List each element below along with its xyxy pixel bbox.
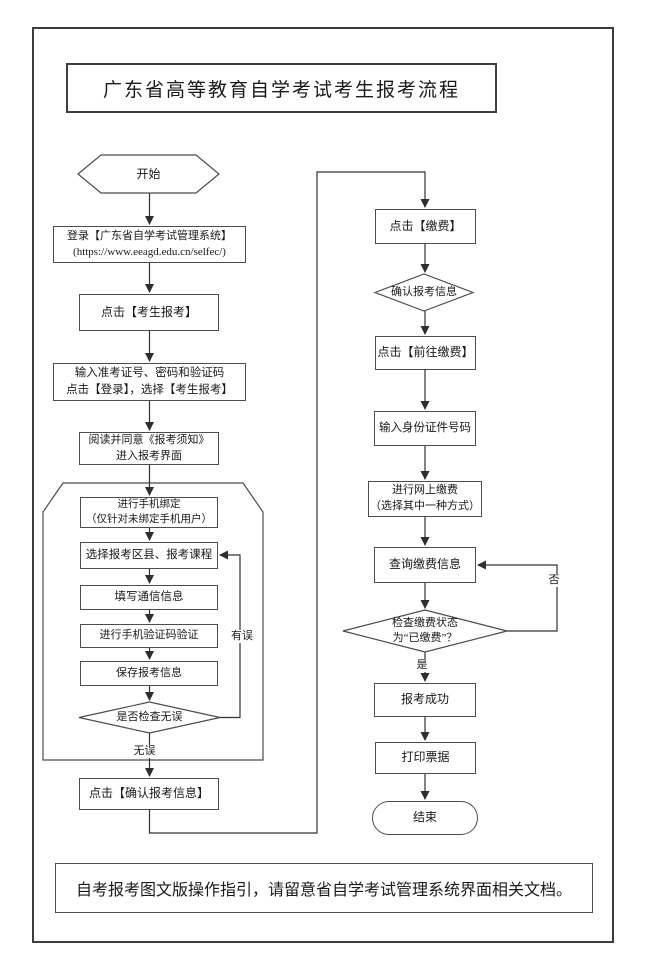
read-notice-line1: 阅读并同意《报考须知》 bbox=[88, 433, 210, 446]
label-correct: 无误 bbox=[130, 745, 159, 759]
read-notice-line2: 进入报考界面 bbox=[116, 449, 182, 462]
bind-phone-node: 进行手机绑定 （仅针对未绑定手机用户） bbox=[80, 497, 218, 528]
start-node: 开始 bbox=[136, 166, 161, 181]
online-pay-line2: （选择其中一种方式） bbox=[370, 500, 480, 512]
label-no: 否 bbox=[545, 574, 563, 588]
outer-frame bbox=[32, 27, 614, 943]
read-notice-node: 阅读并同意《报考须知》 进入报考界面 bbox=[79, 432, 219, 465]
confirm-reg-node: 确认报考信息 bbox=[391, 286, 457, 299]
confirm-info-node: 点击【确认报考信息】 bbox=[79, 778, 219, 810]
login-line1: 登录【广东省自学考试管理系统】 bbox=[67, 229, 232, 242]
login-url: (https://www.eeagd.edu.cn/selfec/) bbox=[73, 245, 226, 258]
end-node: 结束 bbox=[372, 801, 478, 835]
goto-pay-node: 点击【前往缴费】 bbox=[375, 336, 476, 370]
check-correct-node: 是否检查无误 bbox=[116, 711, 183, 724]
page-title: 广东省高等教育自学考试考生报考流程 bbox=[66, 63, 497, 113]
check-correct-diamond bbox=[78, 701, 221, 734]
footer-note: 自考报考图文版操作指引，请留意省自学考试管理系统界面相关文档。 bbox=[55, 863, 593, 913]
arrow-no-loop bbox=[477, 560, 558, 632]
confirm-reg-diamond bbox=[373, 273, 475, 312]
query-pay-node: 查询缴费信息 bbox=[374, 547, 476, 583]
click-register-node: 点击【考生报考】 bbox=[79, 294, 219, 331]
label-error: 有误 bbox=[228, 630, 256, 644]
arrow-confirm-to-pay bbox=[148, 171, 430, 834]
check-pay-line1: 检查缴费状态 bbox=[392, 617, 458, 630]
online-pay-node: 进行网上缴费 （选择其中一种方式） bbox=[368, 481, 482, 517]
input-credentials-line1: 输入准考证号、密码和验证码 bbox=[74, 367, 225, 380]
label-yes: 是 bbox=[413, 659, 431, 673]
fill-contact-node: 填写通信信息 bbox=[80, 585, 218, 610]
success-node: 报考成功 bbox=[374, 683, 476, 717]
click-pay-node: 点击【缴费】 bbox=[375, 209, 476, 244]
login-node: 登录【广东省自学考试管理系统】 (https://www.eeagd.edu.c… bbox=[53, 226, 246, 263]
input-credentials-line2: 点击【登录】，选择【考生报考】 bbox=[66, 384, 233, 396]
input-id-node: 输入身份证件号码 bbox=[374, 411, 476, 446]
start-hexagon bbox=[77, 154, 220, 194]
bind-phone-line2: （仅针对未绑定手机用户） bbox=[86, 513, 212, 525]
print-receipt-node: 打印票据 bbox=[375, 742, 476, 774]
save-info-node: 保存报考信息 bbox=[80, 661, 218, 686]
check-pay-line2: 为“已缴费”？ bbox=[392, 632, 458, 644]
check-pay-node: 检查缴费状态 为“已缴费”？ bbox=[343, 610, 507, 652]
input-credentials-node: 输入准考证号、密码和验证码 点击【登录】，选择【考生报考】 bbox=[53, 363, 246, 401]
online-pay-line1: 进行网上缴费 bbox=[392, 484, 458, 497]
check-pay-diamond bbox=[342, 609, 508, 653]
verify-phone-node: 进行手机验证码验证 bbox=[80, 624, 218, 648]
select-courses-node: 选择报考区县、报考课程 bbox=[80, 542, 218, 569]
bind-phone-line1: 进行手机绑定 bbox=[117, 499, 181, 511]
